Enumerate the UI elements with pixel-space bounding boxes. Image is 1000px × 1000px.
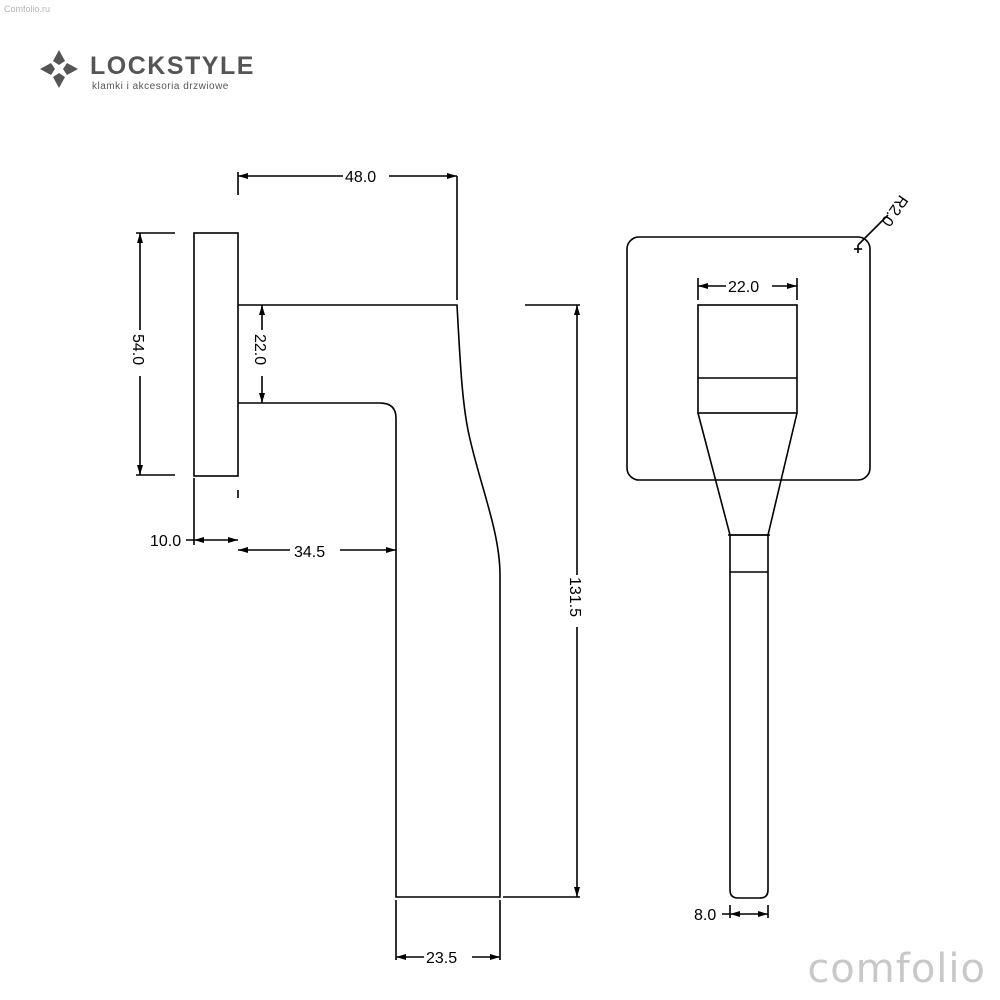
dim-22-front-label: 22.0 — [728, 279, 759, 296]
front-lever-shaft — [729, 535, 769, 899]
watermark-bottom-text: comfolio — [807, 946, 986, 992]
dim-10-label: 10.0 — [150, 533, 181, 550]
front-lever-taper — [697, 412, 798, 536]
logo-title: LOCKSTYLE — [90, 52, 255, 80]
dim-48-label: 48.0 — [345, 169, 376, 186]
dim-8-label: 8.0 — [694, 907, 716, 924]
front-lever-head — [697, 304, 798, 414]
brand-logo: LOCKSTYLE klamki i akcesoria drzwiowe — [36, 46, 296, 96]
dim-r2-label: R2.0 — [877, 192, 910, 230]
dim-23-5-label: 23.5 — [426, 950, 457, 967]
logo-diamond-icon — [40, 50, 78, 88]
dim-34-5-label: 34.5 — [294, 544, 325, 561]
dim-131-5-label: 131.5 — [566, 577, 583, 617]
front-rose-plate — [626, 236, 871, 481]
dim-54-label: 54.0 — [129, 334, 146, 365]
lever-profile — [238, 304, 501, 898]
logo-subtitle: klamki i akcesoria drzwiowe — [92, 81, 229, 92]
rose-plate — [193, 232, 239, 477]
dim-22-neck-label: 22.0 — [251, 334, 268, 365]
watermark-top-text: Comfolio.ru — [4, 4, 51, 14]
